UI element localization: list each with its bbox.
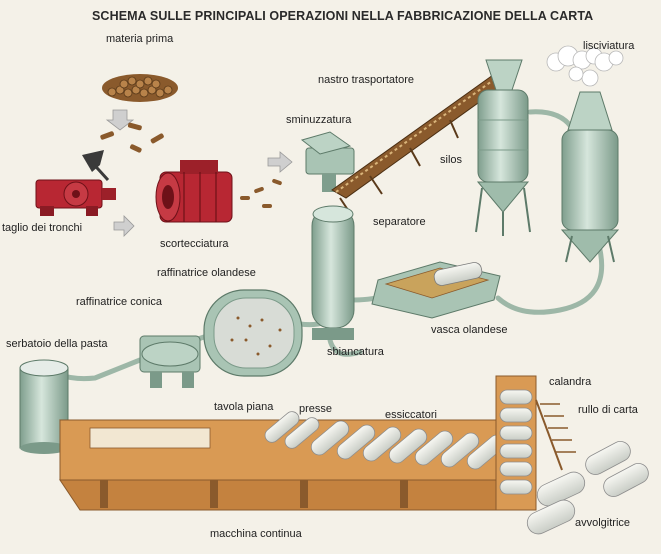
diagram-title: SCHEMA SULLE PRINCIPALI OPERAZIONI NELLA… (92, 9, 594, 23)
label-essiccatori: essiccatori (385, 409, 437, 421)
label-tavola-piana: tavola piana (214, 401, 274, 413)
log-pieces (100, 122, 164, 153)
label-taglio-dei-tronchi: taglio dei tronchi (2, 222, 83, 234)
label-vasca-olandese: vasca olandese (431, 324, 508, 336)
debarking-machine (155, 160, 233, 223)
label-scortecciatura: scortecciatura (160, 238, 229, 250)
steam-cloud (546, 45, 624, 87)
label-silos: silos (440, 154, 463, 166)
calender-stack (495, 375, 576, 511)
conveyor-belt (331, 69, 511, 217)
label-sminuzzatura: sminuzzatura (286, 114, 352, 126)
arrow-right-icon (113, 215, 135, 237)
label-macchina-continua: macchina continua (210, 528, 302, 540)
log-pile (102, 74, 178, 102)
label-rullo-di-carta: rullo di carta (578, 404, 638, 416)
hollander-beater (203, 289, 303, 377)
label-materia-prima: materia prima (106, 33, 174, 45)
winder (526, 471, 586, 535)
digester (560, 91, 620, 263)
label-lisciviatura: lisciviatura (583, 40, 635, 52)
label-nastro-trasportatore: nastro trasportatore (318, 74, 414, 86)
label-presse: presse (299, 403, 333, 415)
label-raffinatrice-conica: raffinatrice conica (76, 296, 163, 308)
silo (475, 59, 531, 236)
chipper-machine (300, 131, 355, 192)
arrow-down-icon (105, 109, 135, 131)
continuous-paper-machine (59, 411, 521, 511)
label-avvolgitrice: avvolgitrice (575, 517, 631, 529)
label-calandra: calandra (549, 376, 592, 388)
arrow-right-icon (267, 151, 293, 173)
bark-pieces (240, 178, 282, 208)
label-sbiancatura: sbiancatura (327, 346, 384, 358)
hollander-tank (371, 261, 501, 319)
log-cutting-machine (35, 150, 116, 216)
label-raffinatrice-olandese: raffinatrice olandese (157, 267, 256, 279)
paper-rolls (585, 441, 649, 497)
label-serbatoio-della-pasta: serbatoio della pasta (6, 338, 108, 350)
conical-refiner (139, 335, 201, 388)
separator-tank (311, 205, 355, 340)
label-separatore: separatore (373, 216, 426, 228)
